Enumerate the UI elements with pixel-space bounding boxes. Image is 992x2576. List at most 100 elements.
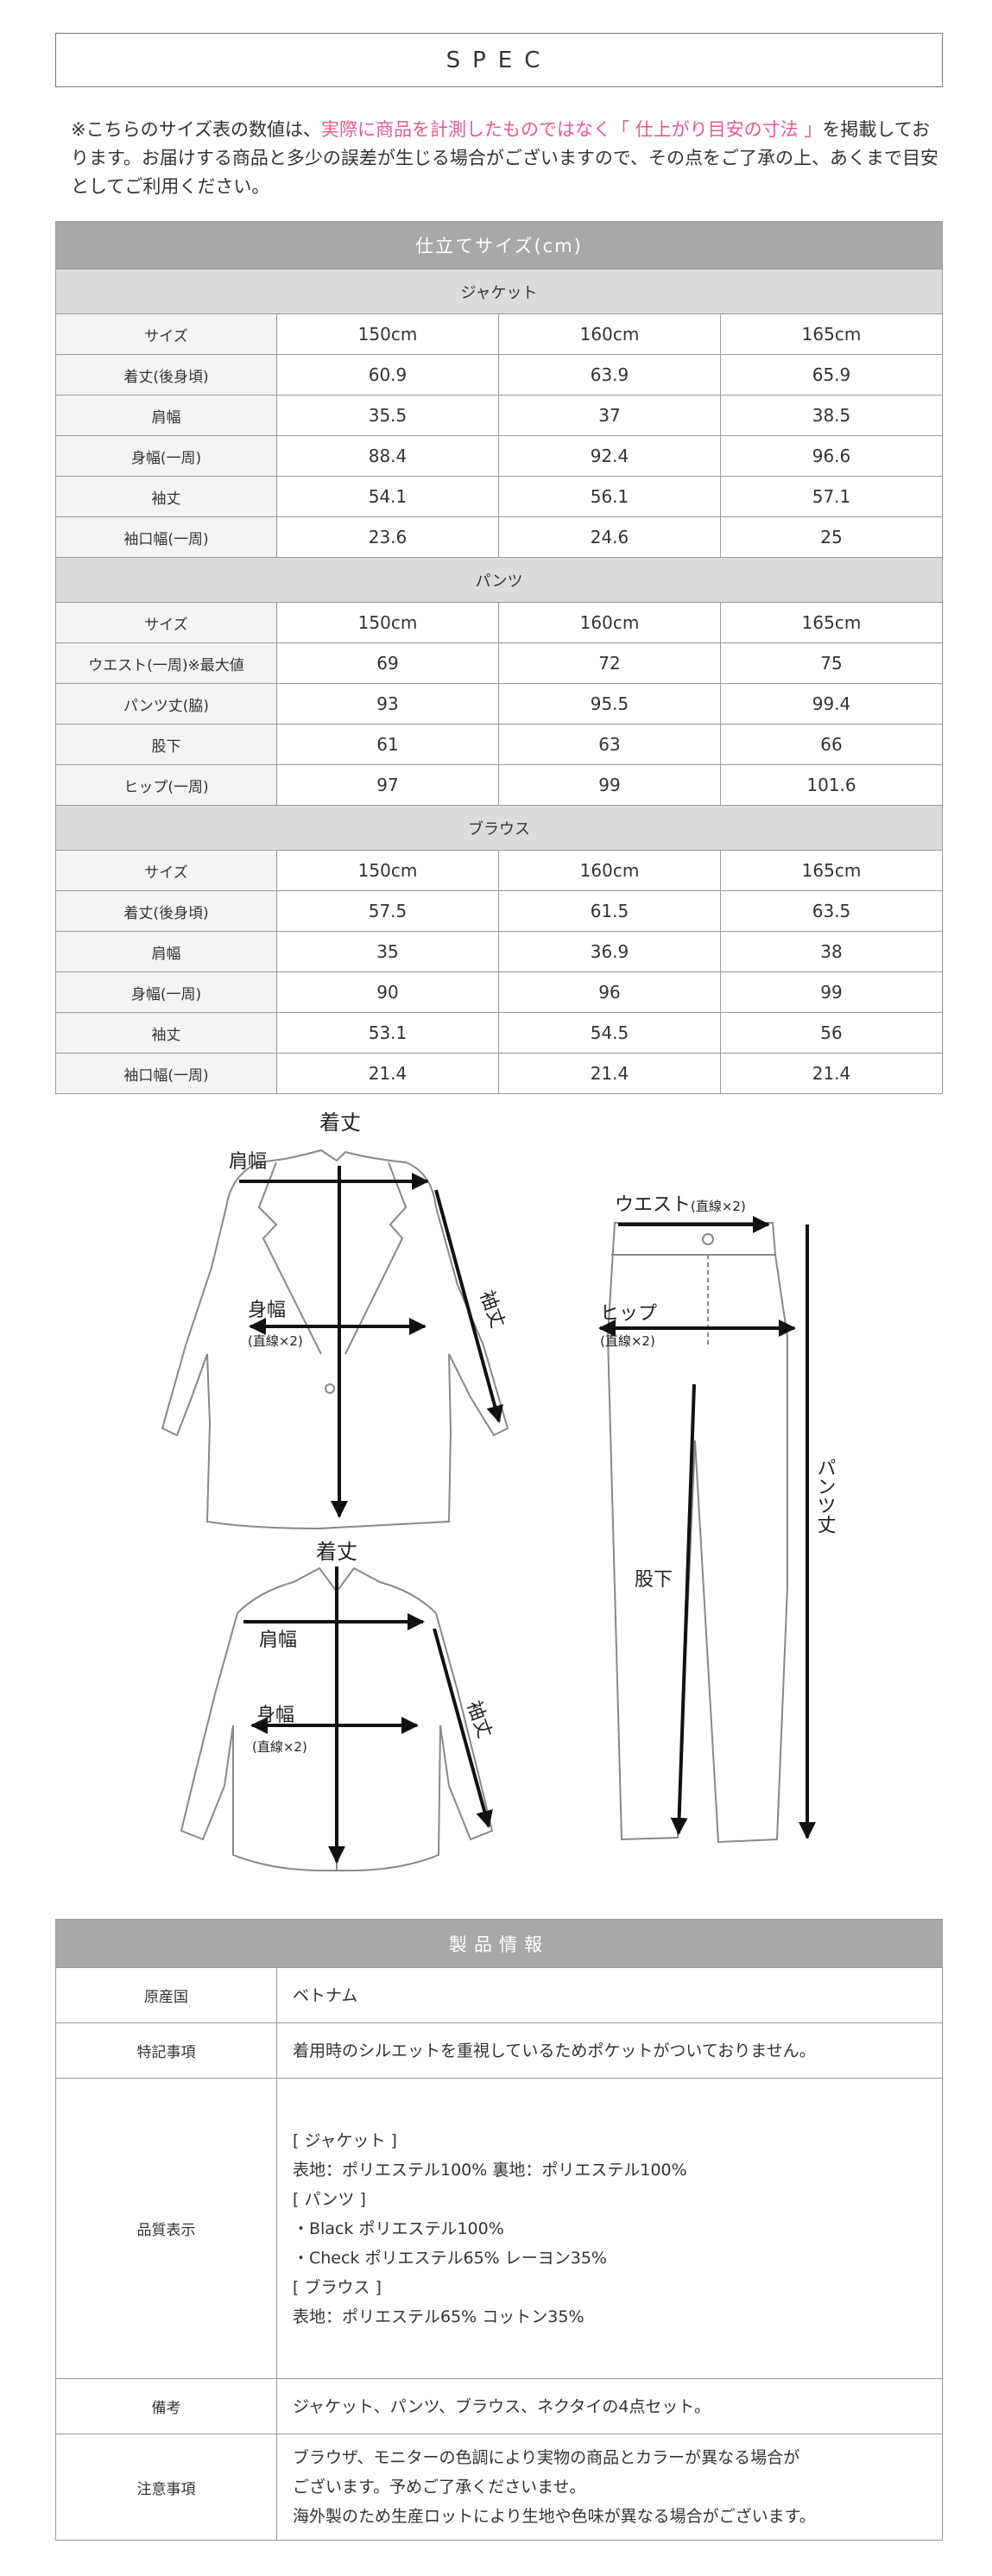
pants-inseam-label: 股下 — [635, 1569, 673, 1591]
measurement-value: 95.5 — [498, 683, 721, 725]
section-header: ブラウス — [55, 805, 943, 851]
measurement-value: 36.9 — [498, 931, 721, 972]
measurement-value: 63.5 — [720, 890, 943, 932]
info-label: 原産国 — [55, 1967, 277, 2023]
measurement-value: 65.9 — [720, 354, 943, 396]
measurement-value: 61.5 — [498, 890, 721, 932]
size-header-label: サイズ — [55, 850, 277, 891]
info-line: ・Black ポリエステル100% — [293, 2218, 504, 2238]
info-line: ジャケット、パンツ、ブラウス、ネクタイの4点セット。 — [293, 2396, 711, 2416]
measurement-label: 袖丈 — [55, 476, 277, 517]
measurement-value: 61 — [276, 724, 499, 765]
blouse-shoulder-label: 肩幅 — [259, 1630, 297, 1651]
measurement-value: 38 — [720, 931, 943, 972]
info-row: 特記事項着用時のシルエットを重視しているためポケットがついておりません。 — [55, 2022, 943, 2079]
measurement-value: 101.6 — [720, 764, 943, 806]
info-line: ベトナム — [293, 1985, 358, 2005]
measurement-value: 66 — [720, 724, 943, 765]
measurement-value: 99.4 — [720, 683, 943, 725]
note-highlight: 実際に商品を計測したものではなく「 仕上がり目安の寸法 」 — [320, 119, 823, 140]
info-line: ございます。予めご了承くださいませ。 — [293, 2478, 586, 2497]
measurement-value: 99 — [498, 764, 721, 806]
jacket-arrows — [239, 1166, 503, 1518]
measurement-label: 身幅(一周) — [55, 435, 277, 477]
measurement-value: 99 — [720, 972, 943, 1013]
size-header-cell: 150cm — [276, 602, 499, 643]
measurement-label: 肩幅 — [55, 395, 277, 436]
product-info-table: 製品情報 原産国ベトナム特記事項着用時のシルエットを重視しているためポケットがつ… — [55, 1919, 943, 2541]
product-info-title: 製品情報 — [55, 1919, 943, 1968]
spec-title: SPEC — [55, 33, 943, 87]
measurement-value: 69 — [276, 642, 499, 684]
section-header: パンツ — [55, 557, 943, 603]
info-content: ブラウザ、モニターの色調により実物の商品とカラーが異なる場合がございます。予めご… — [276, 2434, 943, 2541]
measurement-value: 38.5 — [720, 395, 943, 436]
size-header-cell: 150cm — [276, 313, 499, 355]
measurement-illustration: 着丈 肩幅 身幅 (直線×2) 袖丈 着丈 肩幅 身幅 (直線×2) 袖丈 ウエ… — [161, 1111, 836, 1872]
measurement-value: 90 — [276, 972, 499, 1013]
note-text-2: を掲載しております。お届けする商品と多少の誤差が生じる場合がございますので、その… — [71, 119, 939, 197]
measurement-value: 35.5 — [276, 395, 499, 436]
size-header-cell: 165cm — [720, 602, 943, 643]
measurement-value: 56.1 — [498, 476, 721, 517]
measurement-value: 21.4 — [498, 1053, 721, 1094]
measurement-value: 75 — [720, 642, 943, 684]
jacket-drawing — [161, 1149, 509, 1530]
measurement-label: 袖丈 — [55, 1012, 277, 1054]
size-header-cell: 165cm — [720, 850, 943, 891]
measurement-value: 93 — [276, 683, 499, 725]
jacket-shoulder-label: 肩幅 — [229, 1151, 267, 1173]
measurement-label: 袖口幅(一周) — [55, 516, 277, 558]
jacket-length-label: 着丈 — [319, 1111, 361, 1135]
info-line: [ ブラウス ] — [293, 2277, 382, 2297]
measurement-value: 53.1 — [276, 1012, 499, 1054]
info-line: 着用時のシルエットを重視しているためポケットがついておりません。 — [293, 2041, 816, 2060]
info-line: [ パンツ ] — [293, 2189, 366, 2209]
blouse-body-note: (直線×2) — [252, 1739, 307, 1755]
info-row: 注意事項ブラウザ、モニターの色調により実物の商品とカラーが異なる場合がございます… — [55, 2434, 943, 2541]
measurement-value: 60.9 — [276, 354, 499, 396]
measurement-value: 23.6 — [276, 516, 499, 558]
measurement-value: 54.1 — [276, 476, 499, 517]
jacket-body-label: 身幅 — [248, 1300, 286, 1321]
info-label: 品質表示 — [55, 2078, 277, 2379]
jacket-body-note: (直線×2) — [248, 1333, 303, 1349]
info-line: 表地：ポリエステル100% 裏地：ポリエステル100% — [293, 2160, 687, 2180]
info-content: 着用時のシルエットを重視しているためポケットがついておりません。 — [276, 2022, 943, 2079]
measurement-value: 37 — [498, 395, 721, 436]
info-content: ジャケット、パンツ、ブラウス、ネクタイの4点セット。 — [276, 2378, 943, 2434]
measurement-label: 股下 — [55, 724, 277, 765]
measurement-label: パンツ丈(脇) — [55, 683, 277, 725]
info-line: 表地：ポリエステル65% コットン35% — [293, 2307, 584, 2326]
info-content: ベトナム — [276, 1967, 943, 2023]
pants-waist-label: ウエスト(直線×2) — [615, 1194, 746, 1216]
measurement-value: 24.6 — [498, 516, 721, 558]
measurement-value: 63.9 — [498, 354, 721, 396]
measurement-value: 57.5 — [276, 890, 499, 932]
size-header-cell: 160cm — [498, 850, 721, 891]
blouse-body-label: 身幅 — [256, 1705, 294, 1726]
measurement-value: 54.5 — [498, 1012, 721, 1054]
info-line: [ ジャケット ] — [293, 2130, 397, 2150]
measurement-value: 57.1 — [720, 476, 943, 517]
info-label: 特記事項 — [55, 2022, 277, 2079]
measurement-value: 35 — [276, 931, 499, 972]
measurement-value: 56 — [720, 1012, 943, 1054]
blouse-sleeve-label: 袖丈 — [462, 1699, 496, 1742]
section-header: ジャケット — [55, 269, 943, 314]
